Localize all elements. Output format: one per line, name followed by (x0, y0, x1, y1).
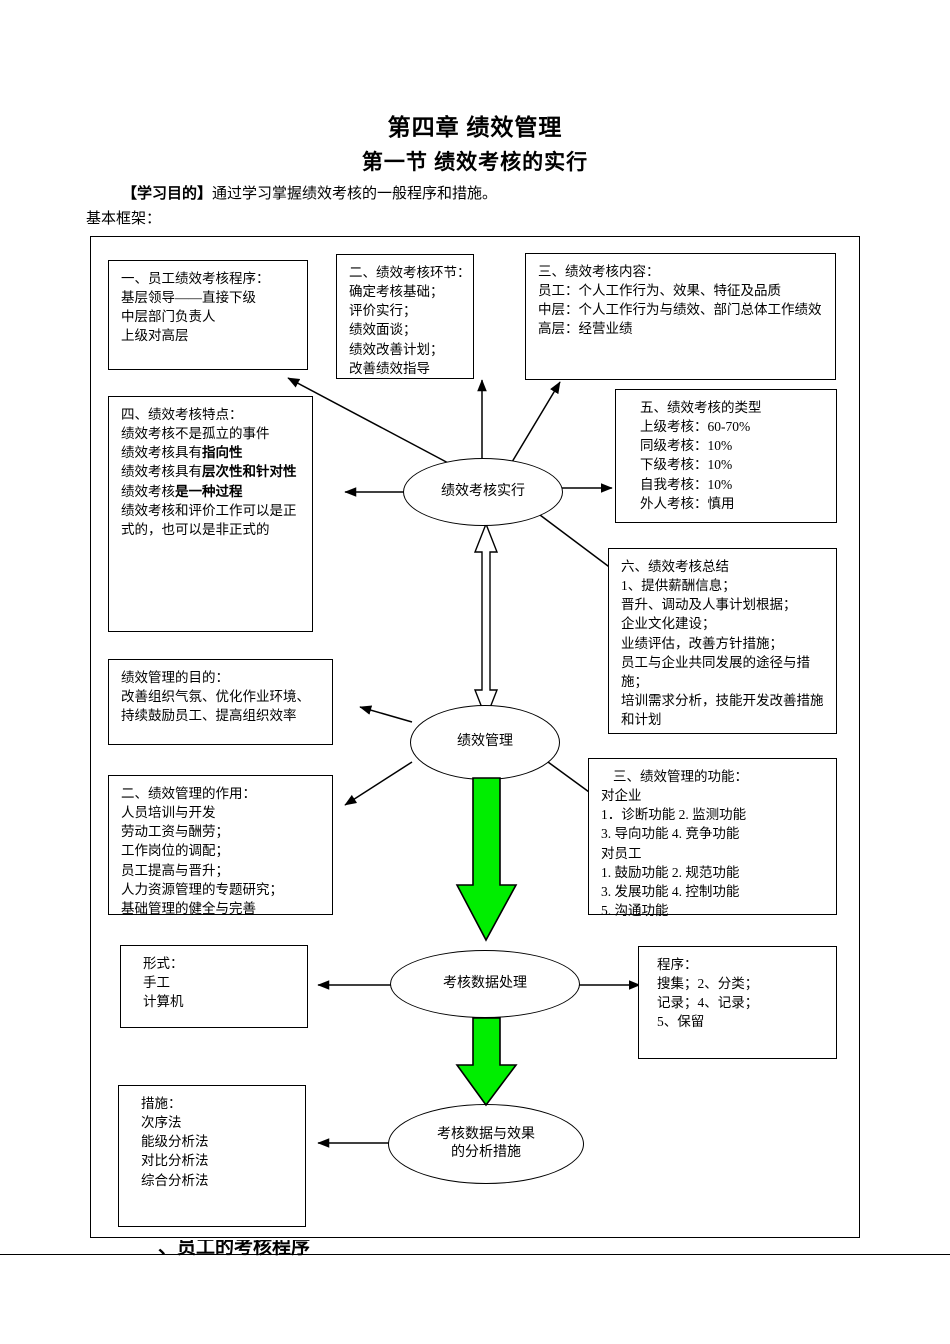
box9-line-4: 对员工 (601, 845, 642, 861)
box-appraisal-types: 五、绩效考核的类型 上级考核：60-70% 同级考核：10% 下级考核：10% … (615, 389, 837, 523)
box7-line-1: 改善组织气氛、优化作业环境、 (121, 689, 310, 705)
box-appraisal-content: 三、绩效考核内容： 员工：个人工作行为、效果、特征及品质 中层：个人工作行为与绩… (525, 253, 836, 380)
box11-line-1: 搜集；2、分类； (657, 976, 759, 992)
box12-line-3: 对比分析法 (141, 1153, 209, 1169)
box2-line-2: 评价实行； (349, 303, 417, 319)
ellipse-data-processing: 考核数据处理 (390, 950, 580, 1018)
box8-line-1: 人员培训与开发 (121, 805, 216, 821)
box1-line-0: 一、员工绩效考核程序： (121, 271, 270, 286)
box11-line-2: 记录；4、记录； (657, 995, 759, 1011)
box12-line-0: 措施： (141, 1096, 182, 1111)
box4-line-2-bold: 层次性和针对性 (202, 464, 297, 480)
box8-line-2: 劳动工资与酬劳； (121, 824, 229, 840)
learning-objective-text: 通过学习掌握绩效考核的一般程序和措施。 (212, 186, 498, 202)
box10-line-2: 计算机 (143, 994, 184, 1010)
box-appraisal-characteristics: 四、绩效考核特点： 绩效考核不是孤立的事件 绩效考核具有指向性 绩效考核具有层次… (108, 396, 313, 632)
box8-line-3: 工作岗位的调配； (121, 843, 229, 859)
ellipse-exec-label: 绩效考核实行 (441, 483, 525, 499)
box7-line-0: 绩效管理的目的： (121, 670, 229, 685)
page-subtitle: 第一节 绩效考核的实行 (361, 150, 589, 174)
box5-line-0: 五、绩效考核的类型 (640, 400, 762, 415)
ellipse-dataproc-label: 考核数据处理 (443, 975, 527, 991)
box-appraisal-summary: 六、绩效考核总结 1、提供薪酬信息； 晋升、调动及人事计划根据； 企业文化建设；… (608, 548, 837, 734)
box9-line-5: 1. 鼓励功能 2. 规范功能 (601, 864, 740, 880)
box3-line-2: 中层：个人工作行为与绩效、部门总体工作绩效 (538, 302, 822, 318)
box4-line-3-bold: 是一种过程 (175, 483, 243, 499)
box2-line-3: 绩效面谈； (349, 322, 417, 338)
box1-line-2: 中层部门负责人 (121, 309, 216, 325)
box11-line-0: 程序： (657, 957, 698, 972)
box5-line-1: 上级考核：60-70% (640, 419, 751, 435)
box-management-functions: 三、绩效管理的功能： 对企业 1．诊断功能 2. 监测功能 3. 导向功能 4.… (588, 758, 837, 918)
box1-line-3: 上级对高层 (121, 328, 189, 344)
box-measures: 措施： 次序法 能级分析法 对比分析法 综合分析法 (118, 1085, 306, 1227)
box9-line-0: 三、绩效管理的功能： (613, 769, 748, 784)
box6-line-6: 培训需求分析，技能开发改善措施和计划 (621, 693, 824, 728)
box4-line-1: 绩效考核具有指向性 (121, 443, 302, 462)
box5-line-4: 自我考核：10% (640, 476, 733, 492)
box4-line-3-plain: 绩效考核 (121, 483, 175, 499)
box4-line-3: 绩效考核是一种过程 (121, 482, 302, 501)
box4-line-1-plain: 绩效考核具有 (121, 445, 202, 461)
box3-line-3: 高层：经营业绩 (538, 321, 633, 337)
box9-line-2: 1．诊断功能 2. 监测功能 (601, 807, 747, 823)
box6-line-4: 业绩评估，改善方针措施； (621, 635, 783, 651)
box3-line-1: 员工：个人工作行为、效果、特征及品质 (538, 283, 781, 299)
box1-line-1: 基层领导——直接下级 (121, 290, 256, 306)
box4-line-0: 绩效考核不是孤立的事件 (121, 426, 270, 442)
box4-line-2-plain: 绩效考核具有 (121, 464, 202, 480)
box8-line-5: 人力资源管理的专题研究； (121, 881, 283, 897)
box6-line-0: 六、绩效考核总结 (621, 559, 729, 574)
box-procedure: 程序： 搜集；2、分类； 记录；4、记录； 5、保留 (638, 946, 837, 1059)
learning-objective-line: 【学习目的】通过学习掌握绩效考核的一般程序和措施。 (122, 182, 497, 203)
box6-line-2: 晋升、调动及人事计划根据； (621, 597, 797, 613)
box10-line-0: 形式： (143, 956, 184, 971)
box6-line-3: 企业文化建设； (621, 616, 716, 632)
box6-line-1: 1、提供薪酬信息； (621, 578, 736, 594)
footer-rule (0, 1254, 950, 1255)
box5-line-3: 下级考核：10% (640, 457, 733, 473)
box11-line-3: 5、保留 (657, 1014, 705, 1030)
box-form: 形式： 手工 计算机 (120, 945, 308, 1028)
framework-label: 基本框架： (86, 211, 162, 227)
ellipse-mgmt-label: 绩效管理 (457, 734, 513, 750)
box9-line-3: 3. 导向功能 4. 竞争功能 (601, 826, 740, 842)
ellipse-analysis-label: 考核数据与效果 的分析措施 (437, 1126, 535, 1160)
box3-line-0: 三、绩效考核内容： (538, 264, 660, 279)
cut-off-footer-text: 、员工的考核程序 (158, 1237, 311, 1256)
box8-line-4: 员工提高与晋升； (121, 862, 229, 878)
box5-line-5: 外人考核：慎用 (640, 495, 735, 511)
box5-line-2: 同级考核：10% (640, 438, 733, 454)
learning-objective-label: 【学习目的】 (122, 186, 213, 202)
box9-line-6: 3. 发展功能 4. 控制功能 (601, 883, 740, 899)
diagram-frame (90, 236, 860, 1238)
box-management-role: 二、绩效管理的作用： 人员培训与开发 劳动工资与酬劳； 工作岗位的调配； 员工提… (108, 775, 333, 916)
box4-line-1-bold: 指向性 (202, 445, 243, 461)
box-management-purpose: 绩效管理的目的： 改善组织气氛、优化作业环境、 持续鼓励员工、提高组织效率 (108, 659, 333, 745)
box-employee-appraisal-procedure: 一、员工绩效考核程序： 基层领导——直接下级 中层部门负责人 上级对高层 (108, 260, 308, 370)
box8-line-0: 二、绩效管理的作用： (121, 786, 256, 801)
box2-line-1: 确定考核基础； (349, 284, 444, 300)
box4-title: 四、绩效考核特点： (121, 407, 243, 422)
box12-line-4: 综合分析法 (141, 1172, 209, 1188)
box-appraisal-stages: 二、绩效考核环节： 确定考核基础； 评价实行； 绩效面谈； 绩效改善计划； 改善… (336, 254, 474, 379)
box8-line-6: 基础管理的健全与完善 (121, 900, 256, 916)
box12-line-1: 次序法 (141, 1115, 182, 1131)
box4-line-last: 绩效考核和评价工作可以是正式的，也可以是非正式的 (121, 502, 297, 537)
ellipse-performance-management: 绩效管理 (410, 705, 560, 780)
ellipse-data-effect-analysis: 考核数据与效果 的分析措施 (388, 1104, 584, 1184)
box6-line-5: 员工与企业共同发展的途径与措施； (621, 654, 810, 689)
box2-line-5: 改善绩效指导 (349, 360, 430, 376)
box9-line-1: 对企业 (601, 788, 642, 804)
box2-line-4: 绩效改善计划； (349, 341, 444, 357)
box9-line-7: 5. 沟通功能 (601, 903, 669, 919)
box12-line-2: 能级分析法 (141, 1134, 209, 1150)
box2-line-0: 二、绩效考核环节： (349, 265, 471, 280)
box10-line-1: 手工 (143, 975, 170, 991)
page-title: 第四章 绩效管理 (387, 115, 563, 140)
ellipse-appraisal-execution: 绩效考核实行 (403, 458, 563, 526)
box4-line-2: 绩效考核具有层次性和针对性 (121, 462, 302, 481)
box7-line-2: 持续鼓励员工、提高组织效率 (121, 708, 297, 724)
